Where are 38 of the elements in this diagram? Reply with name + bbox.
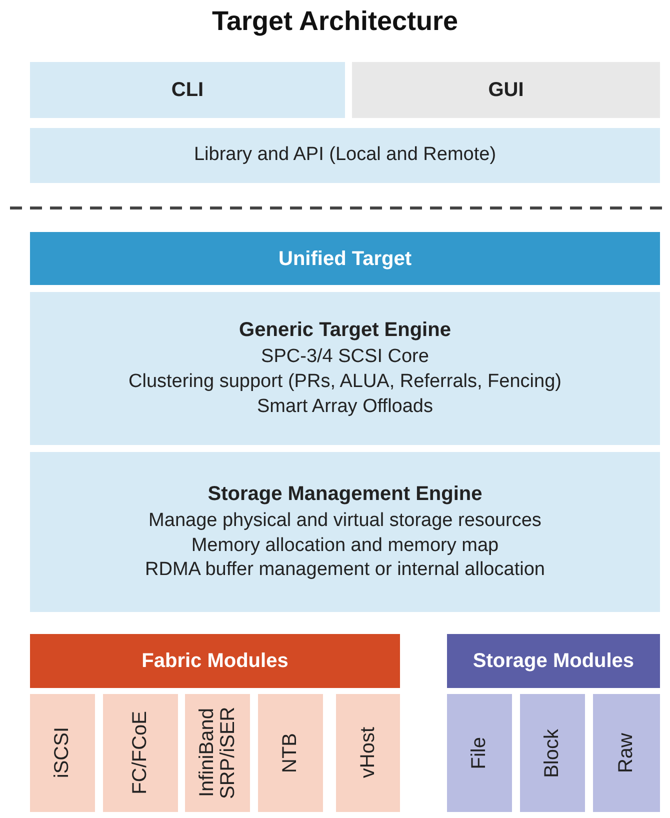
module-box: [447, 694, 512, 812]
feature-text: SPC-3/4 SCSI Core: [261, 345, 429, 370]
layer-box: [30, 128, 660, 183]
module-box: [520, 694, 585, 812]
box-label: Storage Modules: [472, 649, 634, 674]
module-box: [258, 694, 323, 812]
layer-box: [30, 232, 660, 285]
diagram-title: Target Architecture: [210, 6, 460, 37]
module-label: iSCSI: [52, 727, 73, 779]
feature-text: RDMA buffer management or internal allocation: [145, 558, 545, 582]
box-label: CLI: [171, 78, 204, 103]
feature-text: Manage physical and virtual storage resources: [148, 508, 542, 533]
module-group-header: [30, 634, 400, 688]
box-label: Fabric Modules: [142, 649, 288, 674]
module-label: Raw: [616, 732, 637, 773]
panel-heading: Storage Management Engine: [208, 482, 482, 507]
module-label: NTB: [280, 733, 301, 773]
module-label: InfiniBand SRP/iSER: [196, 706, 238, 802]
module-box: [185, 694, 250, 812]
module-label: FC/FCoE: [130, 711, 151, 795]
box-label: GUI: [488, 78, 524, 103]
module-box: [336, 694, 400, 812]
layer-box: [30, 62, 345, 118]
box-label: Library and API (Local and Remote): [194, 143, 496, 168]
box-label: Unified Target: [278, 246, 412, 272]
module-label: Block: [542, 728, 563, 778]
feature-text: Clustering support (PRs, ALUA, Referrals, Fencing): [128, 370, 562, 394]
module-box: [103, 694, 178, 812]
module-box: [30, 694, 95, 812]
module-label: File: [469, 736, 490, 770]
engine-panel: [30, 292, 660, 445]
feature-text: Memory allocation and memory map: [191, 534, 499, 558]
panel-heading: Generic Target Engine: [239, 318, 451, 344]
module-box: [593, 694, 660, 812]
module-group-header: [447, 634, 660, 688]
engine-panel: [30, 452, 660, 612]
feature-text: Smart Array Offloads: [257, 394, 433, 419]
module-label: vHost: [358, 727, 378, 779]
